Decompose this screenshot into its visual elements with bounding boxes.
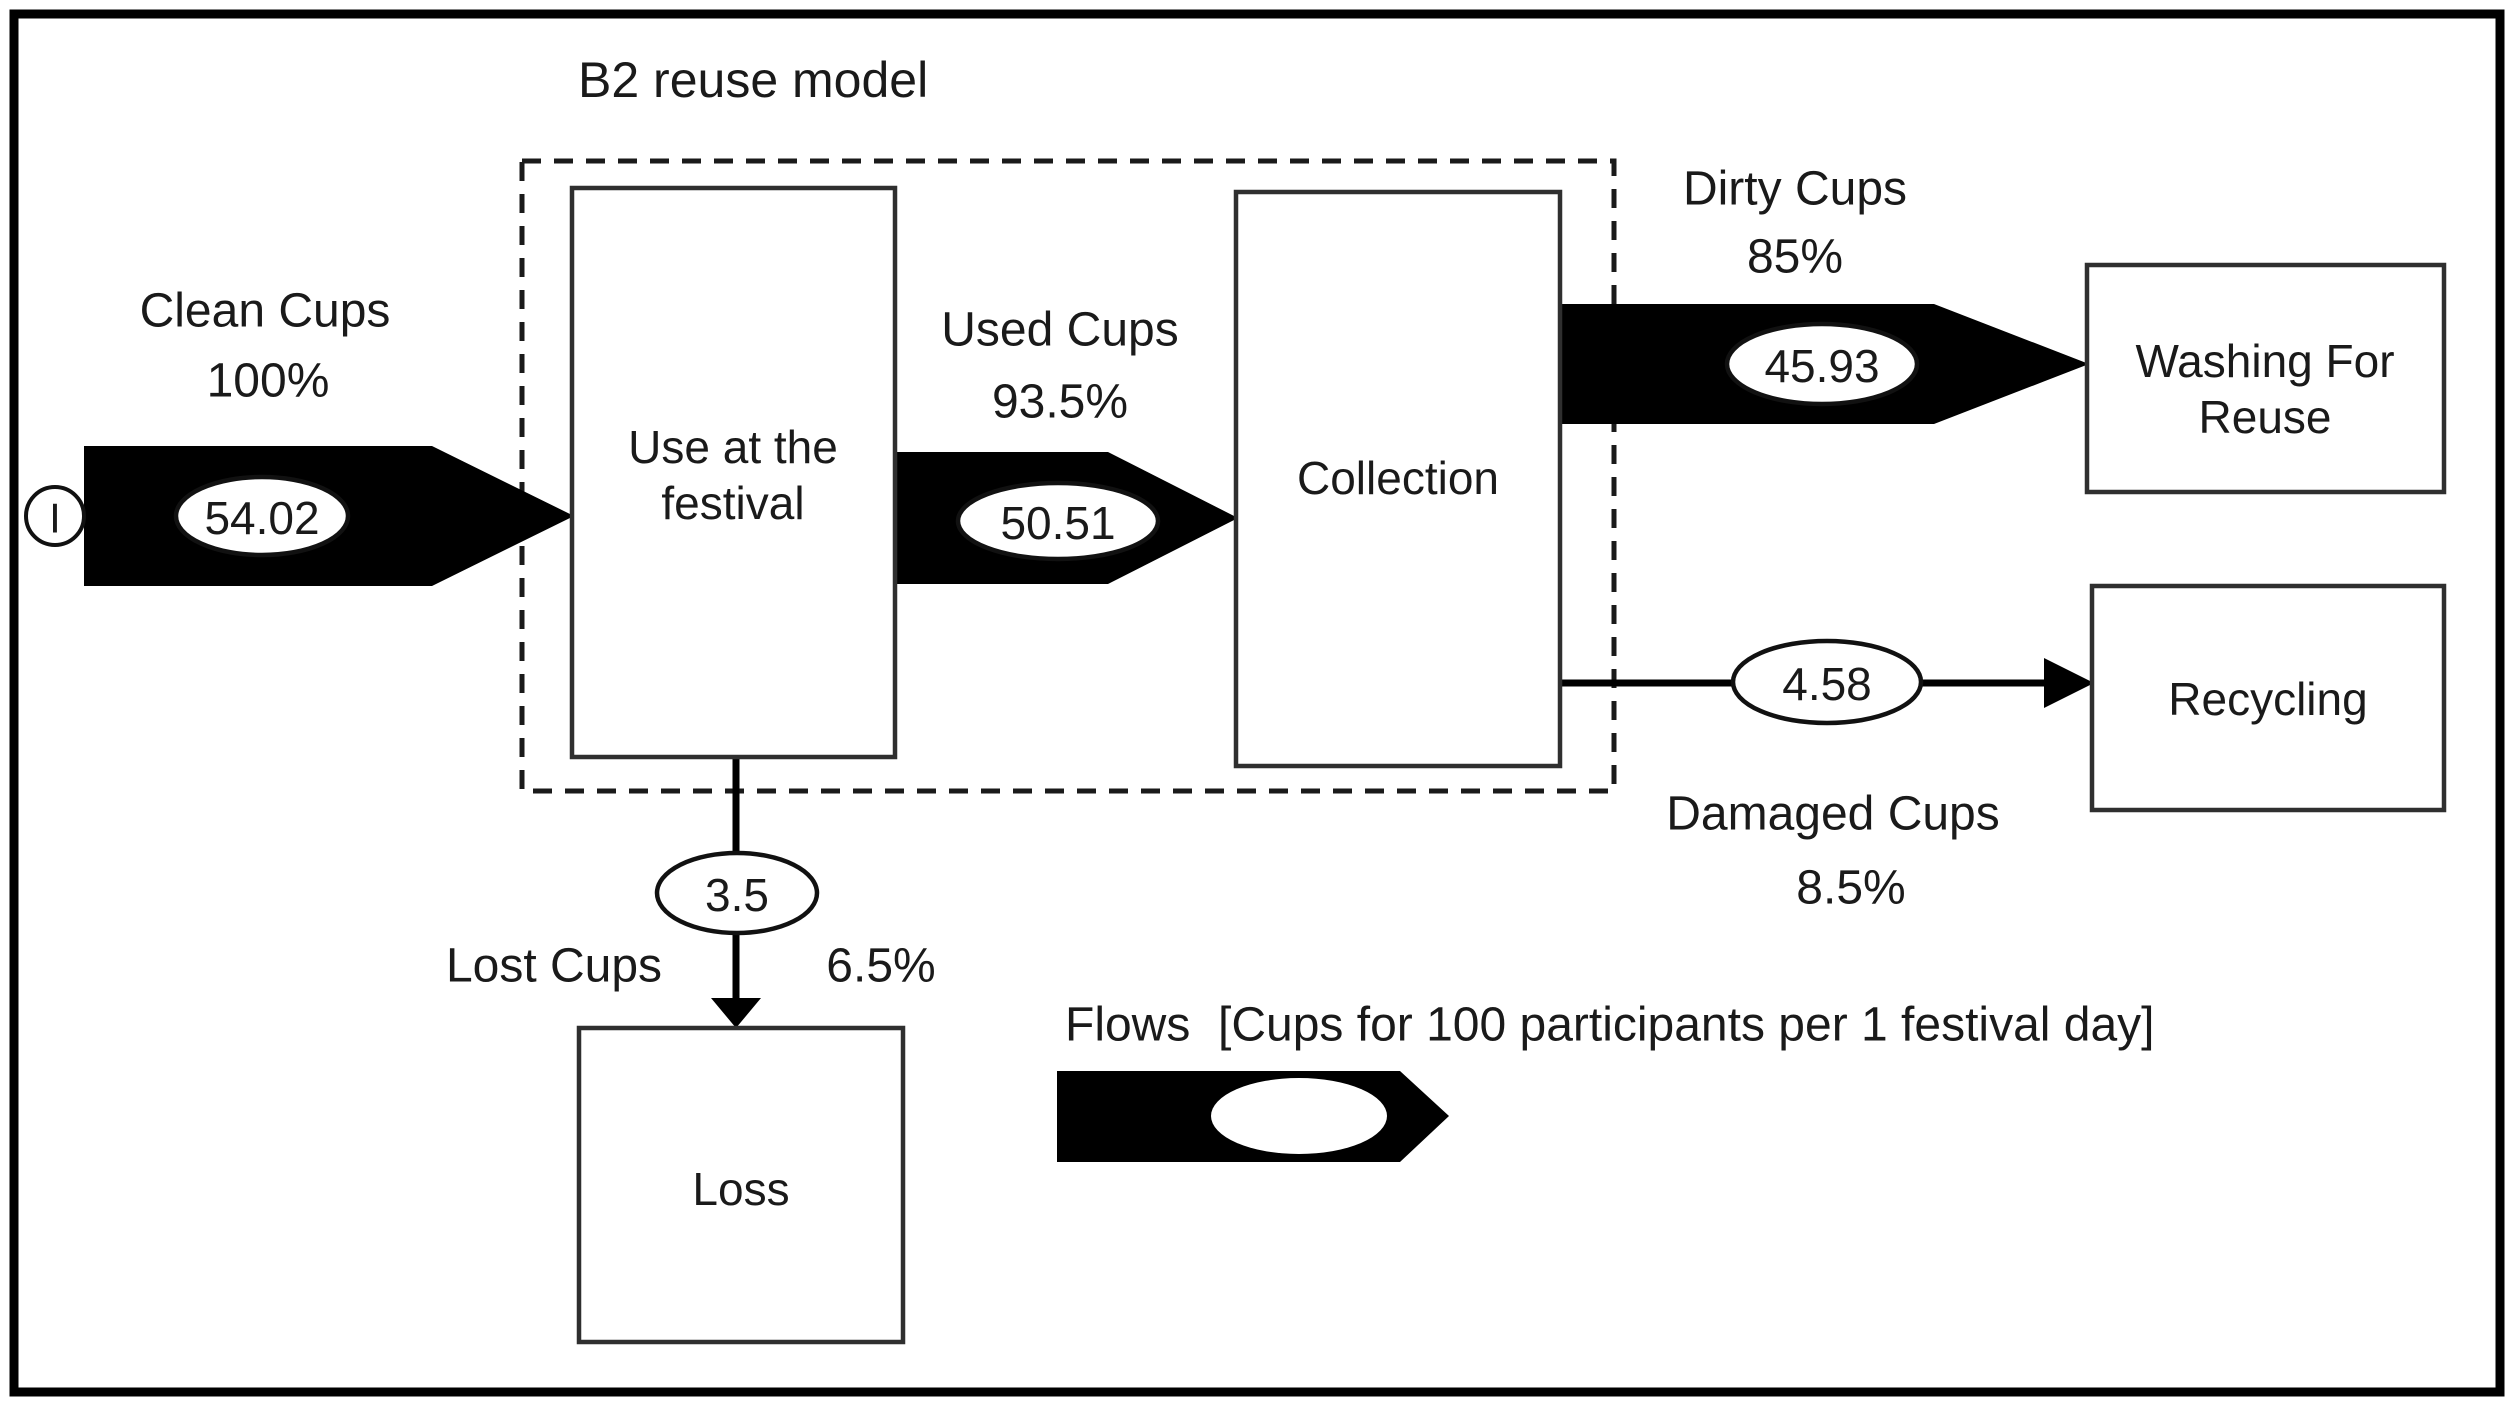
clean-cups-percent: 100% [207,355,330,408]
used-cups-value-badge [955,480,1161,562]
collection-box-label: Collection [1297,452,1499,504]
lost-cups-label: Lost Cups [446,940,662,993]
use-at-festival-box [569,185,898,760]
clean-cups-label: Clean Cups [140,285,391,338]
input-source-circle-icon [24,485,86,547]
used-cups-percent: 93.5% [992,376,1128,429]
damaged-cups-percent: 8.5% [1796,862,1905,915]
loss-box-label: Loss [692,1163,789,1215]
lost-cups-value-badge [654,850,820,936]
washing-box-label-line2: Reuse [2199,391,2332,443]
collection-box [1233,189,1563,769]
clean-cups-value-badge [173,474,351,558]
damaged-cups-label: Damaged Cups [1666,788,2000,841]
figure-border [9,9,2505,1397]
lost-cups-arrowhead-icon [711,998,761,1028]
boundary-title: B2 reuse model [578,52,928,108]
damaged-cups-arrowhead-icon [2044,658,2094,708]
lost-cups-value: 3.5 [705,869,769,921]
lost-cups-percent: 6.5% [826,940,935,993]
used-cups-label: Used Cups [941,304,1178,357]
legend-title: Flows [1065,999,1190,1052]
washing-for-reuse-box [2084,262,2447,495]
used-cups-value: 50.51 [1000,497,1115,549]
input-source-symbol: I [49,495,61,542]
dirty-cups-value-badge [1724,321,1920,407]
system-boundary-dashed-box [519,158,1617,794]
recycling-box [2089,583,2447,813]
clean-cups-value: 54.02 [204,492,319,544]
dirty-cups-value: 45.93 [1764,340,1879,392]
washing-box-label-line1: Washing For [2135,335,2394,387]
damaged-cups-value-badge [1730,638,1924,726]
legend-units: [Cups for 100 participants per 1 festiva… [1218,999,2155,1052]
use-box-label-line2: festival [661,477,804,529]
recycling-box-label: Recycling [2168,673,2367,725]
use-box-label-line1: Use at the [628,421,838,473]
loss-box [576,1025,906,1345]
damaged-cups-value: 4.58 [1782,658,1872,710]
legend-value-badge-icon [1211,1078,1387,1154]
dirty-cups-label: Dirty Cups [1683,163,1907,216]
dirty-cups-percent: 85% [1747,231,1843,284]
